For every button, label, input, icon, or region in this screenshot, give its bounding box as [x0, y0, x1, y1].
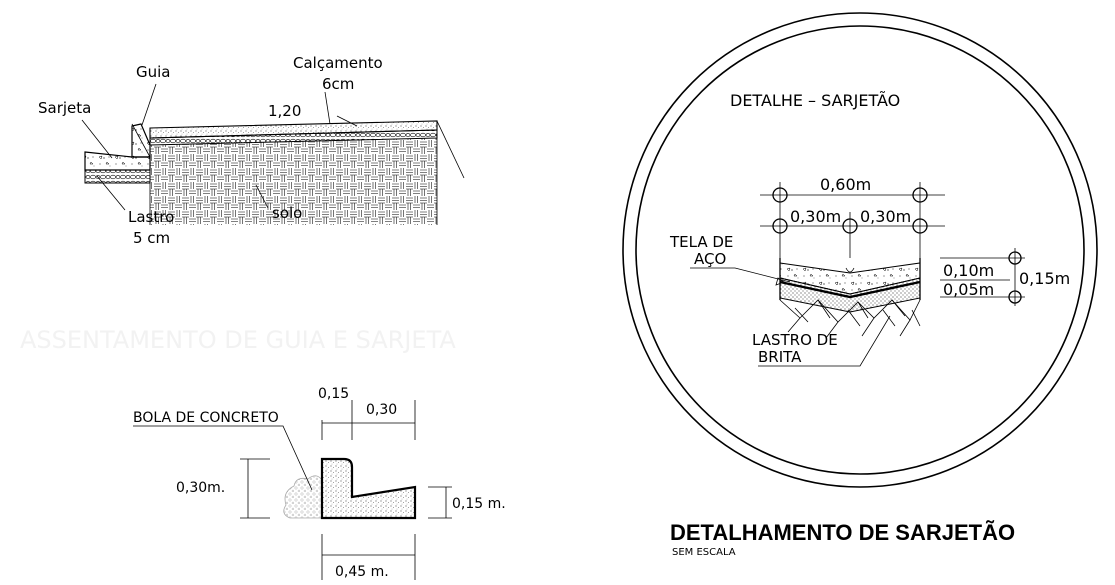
tela-label: TELA DE	[669, 233, 733, 251]
dim-node	[912, 187, 928, 203]
dim-015-right: 0,15 m.	[452, 496, 506, 512]
dim-030-left: 0,30m.	[176, 480, 225, 496]
dim-030-right-detail: 0,30m	[860, 207, 911, 226]
lastro-thickness: 5 cm	[133, 229, 170, 247]
lastro-brita-label-2: BRITA	[758, 348, 802, 366]
soil-hatch	[150, 138, 437, 225]
drawing-title: DETALHAMENTO DE SARJETÃO	[670, 520, 1015, 545]
steel-mesh	[779, 280, 921, 299]
detail-title: DETALHE – SARJETÃO	[730, 91, 900, 110]
tela-leader	[690, 267, 791, 283]
tela-arrow	[775, 277, 785, 286]
bola-leader	[133, 425, 313, 491]
curb-section: 0,15 0,30 BOLA DE CONCRETO 0,30m. 0,15 m…	[133, 386, 506, 580]
dim-030-top: 0,30	[366, 402, 397, 418]
sarjetao-detail: DETALHE – SARJETÃO 0,60m 0,30m 0,30m	[622, 12, 1098, 488]
dim-030-left-detail: 0,30m	[790, 207, 841, 226]
width-leader	[336, 115, 358, 127]
curb-l-shape	[320, 457, 417, 520]
watermark-text: ASSENTAMENTO DE GUIA E SARJETA	[20, 326, 456, 354]
detail-outer-circle	[622, 12, 1098, 488]
concrete-bed	[283, 475, 323, 519]
dim-node	[772, 218, 788, 234]
sarjeta-label: Sarjeta	[38, 99, 91, 117]
sarjeta-concrete	[84, 151, 151, 171]
dim-node	[1008, 251, 1022, 265]
detail-inner-circle	[635, 25, 1085, 475]
subbase-layer	[149, 129, 438, 146]
width-label: 1,20	[268, 102, 301, 120]
sarjeta-leader	[81, 119, 113, 159]
drawing-subtitle: SEM ESCALA	[672, 547, 736, 558]
dim-060: 0,60m	[820, 175, 871, 194]
dim-005: 0,05m	[943, 280, 994, 299]
dim-node	[912, 218, 928, 234]
dim-015-detail: 0,15m	[1019, 269, 1070, 288]
dim-node	[1008, 290, 1022, 304]
dim-015-top: 0,15	[318, 386, 349, 402]
dim-node	[842, 218, 858, 234]
dim-010: 0,10m	[943, 261, 994, 280]
dim-node	[772, 187, 788, 203]
guia-leader	[141, 83, 157, 126]
calcamento-leader	[324, 91, 331, 125]
lastro-leader	[96, 175, 126, 211]
lastro-brita-label: LASTRO DE	[752, 331, 838, 349]
dim-045-bottom: 0,45 m.	[335, 564, 389, 580]
solo-leader	[255, 184, 269, 209]
guia-label: Guia	[136, 63, 171, 81]
solo-label: solo	[272, 204, 302, 222]
calcamento-thickness: 6cm	[322, 75, 354, 93]
guia-joint	[131, 123, 151, 158]
calcamento-label: Calçamento	[293, 54, 383, 72]
lastro-gravel	[84, 169, 151, 184]
curb-profile: Sarjeta Guia Calçamento 6cm 1,20 Lastro …	[38, 54, 465, 247]
break-line	[436, 120, 465, 179]
center-joint	[845, 267, 855, 273]
lastro-label: Lastro	[128, 208, 174, 226]
lastro-leader-detail	[758, 315, 891, 367]
tela-label-2: AÇO	[694, 250, 726, 268]
bola-label: BOLA DE CONCRETO	[133, 410, 279, 426]
